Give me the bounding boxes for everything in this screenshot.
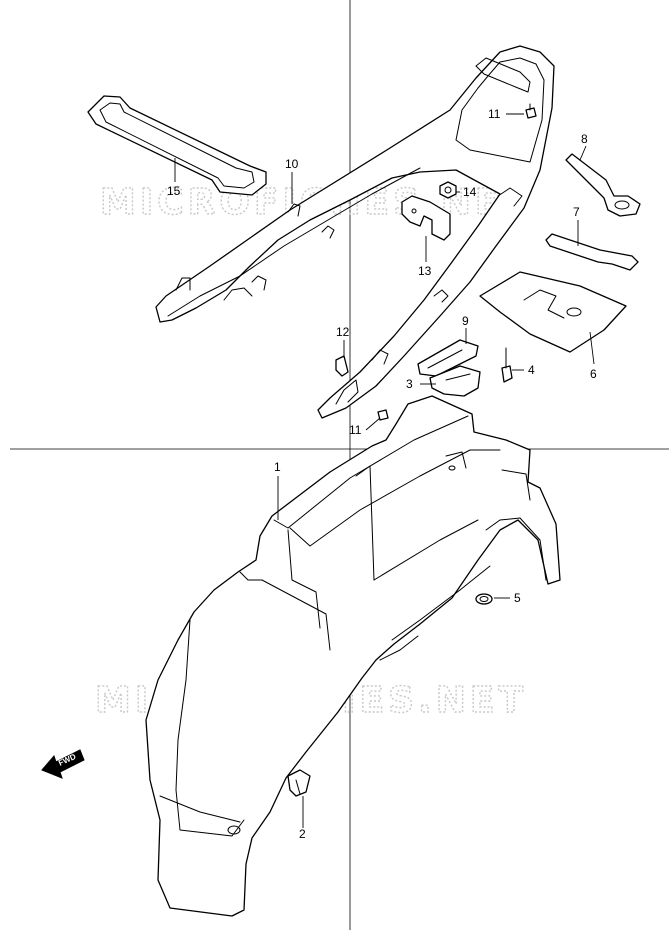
callout-13: 13 xyxy=(418,264,432,278)
part-2-bolt xyxy=(287,769,311,797)
callout-11-lower: 11 xyxy=(349,423,362,437)
part-7-holder-bar xyxy=(545,233,639,271)
callout-4: 4 xyxy=(528,363,535,377)
part-4-rivet xyxy=(501,347,513,383)
part-13-bracket xyxy=(401,195,451,241)
part-9-latch-plate xyxy=(417,339,479,377)
part-6-tray xyxy=(479,271,627,353)
fwd-arrow-icon: FWD xyxy=(41,749,85,779)
callout-6: 6 xyxy=(590,367,597,381)
part-15-strap xyxy=(87,95,267,196)
callout-7: 7 xyxy=(573,205,580,219)
part-3-lock-bracket xyxy=(429,365,481,397)
callout-10: 10 xyxy=(285,157,299,171)
callout-14: 14 xyxy=(463,185,477,199)
part-10-tail-cowl-rail xyxy=(155,45,555,419)
part-12-clip xyxy=(335,355,349,377)
callout-8: 8 xyxy=(581,132,588,146)
part-11-screw-top xyxy=(525,103,537,119)
part-11-screw-lower xyxy=(377,409,389,421)
part-8-tool xyxy=(565,153,641,217)
part-14-nut xyxy=(439,181,457,199)
leader-lines xyxy=(174,113,595,828)
callout-labels: 1 2 3 4 5 6 7 8 9 10 11 11 12 13 14 15 xyxy=(167,107,597,841)
callout-15: 15 xyxy=(167,184,181,198)
callout-5: 5 xyxy=(514,591,521,605)
callout-2: 2 xyxy=(299,827,306,841)
callout-9: 9 xyxy=(462,314,469,328)
callout-12: 12 xyxy=(336,325,350,339)
callout-1: 1 xyxy=(274,460,281,474)
part-5-grommet xyxy=(475,593,493,605)
callout-11-top: 11 xyxy=(488,107,501,121)
part-1-rear-fender xyxy=(145,395,561,917)
callout-3: 3 xyxy=(406,377,413,391)
